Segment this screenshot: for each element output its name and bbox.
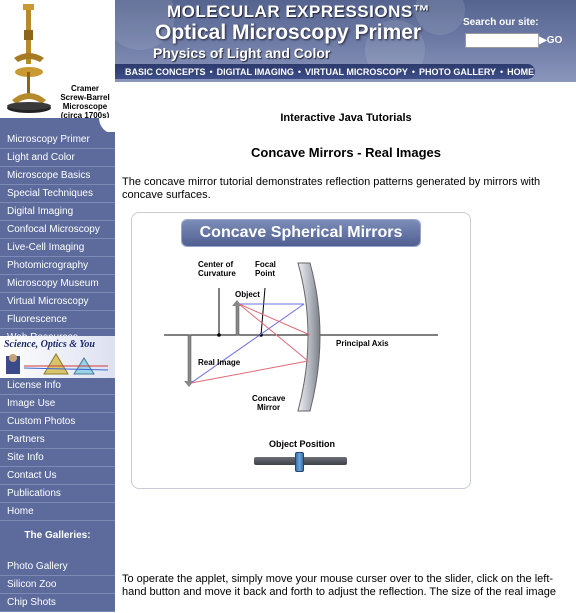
sidebar-galleries-list: Photo Gallery Silicon Zoo Chip Shots <box>0 559 115 613</box>
caption-line: Cramer <box>70 84 99 93</box>
banner-illustration <box>6 353 109 375</box>
nav-separator: • <box>500 66 504 77</box>
sidebar-item-silicon-zoo[interactable]: Silicon Zoo <box>0 577 115 594</box>
search-go-button[interactable]: ▶GO <box>539 35 562 46</box>
nav-basic-concepts[interactable]: BASIC CONCEPTS <box>125 66 206 77</box>
ray-red <box>238 303 309 362</box>
nav-photo-gallery[interactable]: PHOTO GALLERY <box>419 66 497 77</box>
ray-blue <box>190 303 305 384</box>
label-real-image: Real Image <box>198 358 241 367</box>
site-header: Cramer Screw-Barrel Microscope (circa 17… <box>0 0 576 120</box>
sidebar-item-special-techniques[interactable]: Special Techniques <box>0 186 115 203</box>
search-input[interactable] <box>465 33 539 48</box>
site-title[interactable]: MOLECULAR EXPRESSIONS™ <box>167 2 431 21</box>
sidebar-item-image-use[interactable]: Image Use <box>0 396 115 413</box>
slider-thumb[interactable] <box>295 452 305 472</box>
slider-label: Object Position <box>268 439 335 449</box>
label-point: Point <box>255 269 275 278</box>
microscope-caption: Cramer Screw-Barrel Microscope (circa 17… <box>54 84 116 120</box>
mirror-diagram: Center of Curvature Focal Point Object R… <box>164 260 438 412</box>
label-principal-axis: Principal Axis <box>336 339 389 348</box>
nav-separator: • <box>209 66 213 77</box>
page-title: Concave Mirrors - Real Images <box>250 145 442 160</box>
page-heading: Interactive Java Tutorials <box>280 112 412 124</box>
page-description: The concave mirror tutorial demonstrates… <box>122 176 541 201</box>
label-center: Center of <box>198 260 233 269</box>
real-image-arrow <box>187 334 192 384</box>
sidebar-item-digital-imaging[interactable]: Digital Imaging <box>0 204 115 221</box>
ray-red <box>238 303 311 336</box>
concave-mirror <box>297 262 321 412</box>
science-optics-banner[interactable]: Science, Optics & You <box>0 336 115 378</box>
sidebar-item-virtual-microscopy[interactable]: Virtual Microscopy <box>0 294 115 311</box>
java-applet[interactable]: Concave Spherical Mirrors Center of Curv… <box>131 212 471 489</box>
label-curvature: Curvature <box>198 269 236 278</box>
applet-title: Concave Spherical Mirrors <box>199 224 403 241</box>
nav-separator: • <box>411 66 415 77</box>
sidebar-primary-list: Microscopy Primer Light and Color Micros… <box>0 132 115 348</box>
ray-red <box>190 360 309 384</box>
caption-line: (circa 1700s) <box>60 111 110 120</box>
sidebar-secondary-list: License Info Image Use Custom Photos Par… <box>0 378 115 522</box>
primer-title: Optical Microscopy Primer <box>155 21 422 44</box>
sidebar-item-custom-photos[interactable]: Custom Photos <box>0 414 115 431</box>
instructions-text: To operate the applet, simply move your … <box>122 573 556 598</box>
nav-digital-imaging[interactable]: DIGITAL IMAGING <box>216 66 294 77</box>
focal-marker <box>260 287 266 336</box>
sidebar-item-license-info[interactable]: License Info <box>0 378 115 395</box>
go-arrow-icon: ▶ <box>539 35 547 46</box>
sidebar-item-chip-shots[interactable]: Chip Shots <box>0 595 115 612</box>
nav-separator: • <box>297 66 301 77</box>
label-mirror: Mirror <box>257 403 280 412</box>
nav-home[interactable]: HOME <box>507 66 535 77</box>
label-concave: Concave <box>252 394 286 403</box>
search-go-label: GO <box>546 35 563 46</box>
sidebar-item-fluorescence[interactable]: Fluorescence <box>0 312 115 329</box>
caption-line: Screw-Barrel <box>60 93 110 102</box>
label-focal: Focal <box>255 260 276 269</box>
sidebar-item-light-and-color[interactable]: Light and Color <box>0 150 115 167</box>
sidebar-item-microscopy-museum[interactable]: Microscopy Museum <box>0 276 115 293</box>
sidebar-item-partners[interactable]: Partners <box>0 432 115 449</box>
sidebar-item-photomicrography[interactable]: Photomicrography <box>0 258 115 275</box>
sidebar-item-live-cell-imaging[interactable]: Live-Cell Imaging <box>0 240 115 257</box>
sidebar-item-microscope-basics[interactable]: Microscope Basics <box>0 168 115 185</box>
banner-text: Science, Optics & You <box>4 339 95 350</box>
primer-subtitle: Physics of Light and Color <box>153 45 331 61</box>
sidebar-item-confocal-microscopy[interactable]: Confocal Microscopy <box>0 222 115 239</box>
sidebar-item-microscopy-primer[interactable]: Microscopy Primer <box>0 132 115 149</box>
microscope-image <box>0 0 62 116</box>
object-arrow <box>235 303 240 336</box>
sidebar-item-site-info[interactable]: Site Info <box>0 450 115 467</box>
sidebar-item-contact-us[interactable]: Contact Us <box>0 468 115 485</box>
caption-line: Microscope <box>62 102 108 111</box>
nav-virtual-microscopy[interactable]: VIRTUAL MICROSCOPY <box>305 66 408 77</box>
sidebar-item-publications[interactable]: Publications <box>0 486 115 503</box>
sidebar-item-photo-gallery[interactable]: Photo Gallery <box>0 559 115 576</box>
sidebar-item-home[interactable]: Home <box>0 504 115 521</box>
galleries-heading: The Galleries: <box>24 530 91 541</box>
search-label: Search our site: <box>463 17 539 28</box>
applet-title-bar: Concave Spherical Mirrors <box>182 220 420 246</box>
top-nav: BASIC CONCEPTS • DIGITAL IMAGING • VIRTU… <box>115 64 535 79</box>
sidebar: Microscopy Primer Light and Color Micros… <box>0 118 115 612</box>
label-object: Object <box>235 290 260 299</box>
